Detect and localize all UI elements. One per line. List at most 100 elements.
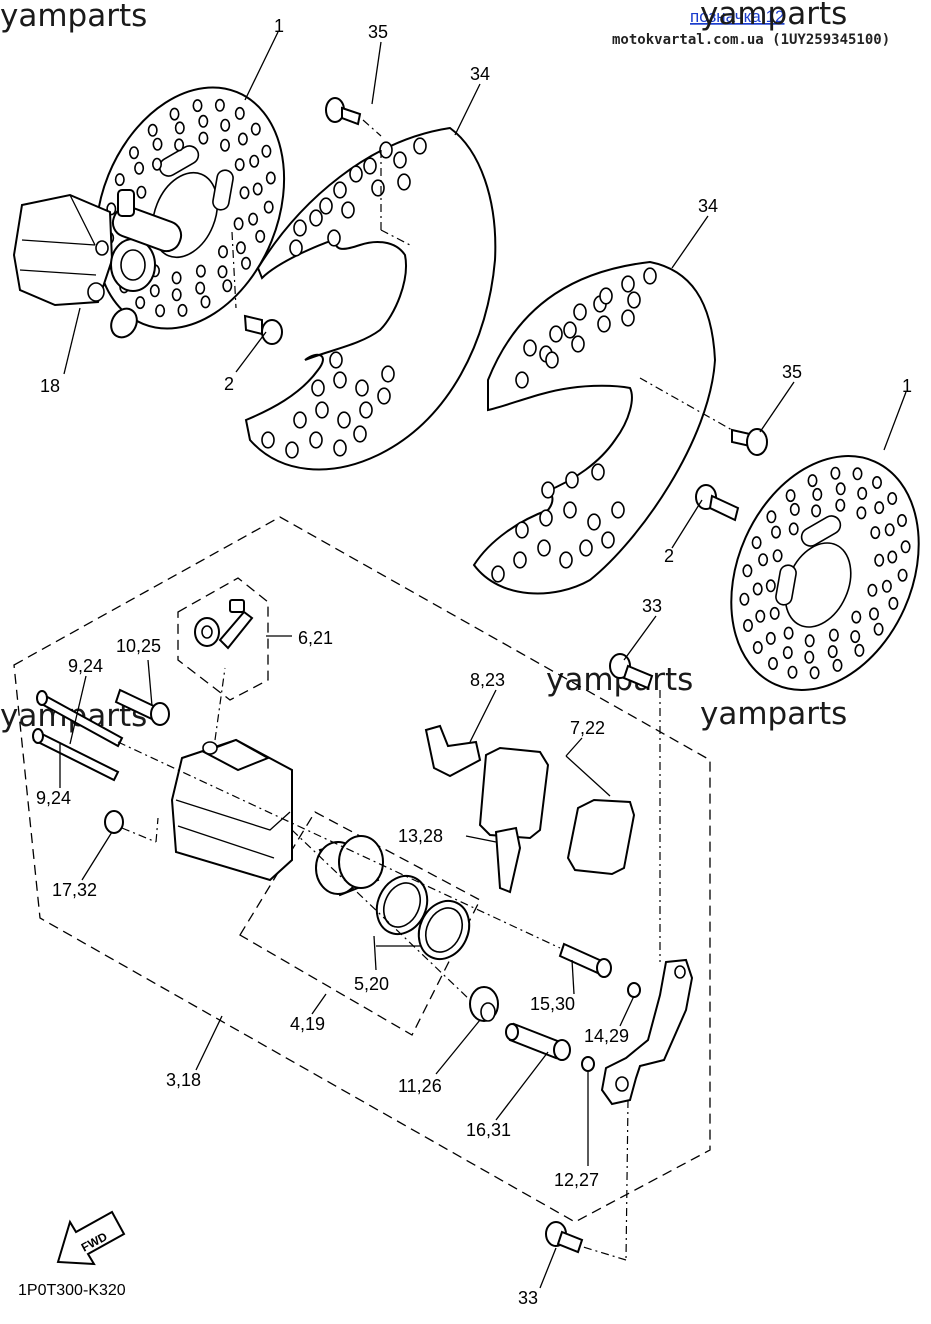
vent-hole bbox=[349, 165, 363, 183]
vent-hole bbox=[239, 186, 250, 200]
vent-hole bbox=[261, 431, 275, 449]
vent-hole bbox=[621, 309, 635, 327]
bushing-11 bbox=[469, 986, 499, 1022]
vent-hole bbox=[198, 114, 209, 128]
vent-hole bbox=[739, 592, 750, 606]
vent-hole bbox=[249, 154, 260, 168]
vent-hole bbox=[611, 501, 625, 519]
vent-hole bbox=[329, 351, 343, 369]
fwd-arrow-icon: FWD bbox=[56, 1210, 126, 1266]
vent-hole bbox=[601, 531, 615, 549]
vent-hole bbox=[152, 157, 163, 171]
vent-hole bbox=[549, 325, 563, 343]
watermark: yamparts bbox=[700, 696, 847, 732]
vent-hole bbox=[218, 245, 229, 259]
callout: 34 bbox=[470, 64, 490, 84]
vent-hole bbox=[897, 568, 908, 582]
vent-hole bbox=[359, 401, 373, 419]
vent-hole bbox=[867, 583, 878, 597]
vent-hole bbox=[152, 137, 163, 151]
vent-hole bbox=[233, 217, 244, 231]
vent-hole bbox=[234, 106, 245, 120]
callout: 1 bbox=[902, 376, 912, 396]
vent-hole bbox=[565, 471, 579, 489]
vent-hole bbox=[874, 501, 885, 515]
callout: 8,23 bbox=[470, 670, 505, 690]
vent-hole bbox=[237, 132, 248, 146]
brake-disc-lower bbox=[730, 455, 920, 691]
vent-hole bbox=[856, 506, 867, 520]
vent-hole bbox=[293, 411, 307, 429]
vent-hole bbox=[195, 281, 206, 295]
caliper-body bbox=[170, 667, 293, 882]
vent-hole bbox=[413, 137, 427, 155]
assembly-axis bbox=[291, 829, 471, 1001]
bracket-bolt-16 bbox=[505, 1022, 595, 1072]
vent-hole bbox=[597, 315, 611, 333]
vent-hole bbox=[563, 501, 577, 519]
caliper-bolt bbox=[114, 688, 170, 726]
vent-hole bbox=[222, 279, 233, 293]
vent-hole bbox=[587, 513, 601, 531]
vent-hole bbox=[147, 123, 158, 137]
vent-hole bbox=[341, 201, 355, 219]
vent-hole bbox=[827, 645, 838, 659]
vent-hole bbox=[293, 219, 307, 237]
diagram-code: 1P0T300-K320 bbox=[18, 1282, 126, 1299]
vent-hole bbox=[887, 491, 898, 505]
vent-hole bbox=[333, 181, 347, 199]
vent-hole bbox=[787, 665, 798, 679]
vent-hole bbox=[785, 489, 796, 503]
vent-hole bbox=[850, 630, 861, 644]
vent-hole bbox=[491, 565, 505, 583]
source-text: motokvartal.com.ua (1UY259345100) bbox=[612, 32, 890, 48]
vent-hole bbox=[177, 303, 188, 317]
callout: 2 bbox=[224, 374, 234, 394]
vent-hole bbox=[261, 144, 272, 158]
callout: 33 bbox=[518, 1288, 538, 1308]
vent-hole bbox=[289, 239, 303, 257]
vent-hole bbox=[765, 631, 776, 645]
vent-hole bbox=[220, 138, 231, 152]
vent-hole bbox=[248, 212, 259, 226]
vent-hole bbox=[537, 539, 551, 557]
vent-hole bbox=[830, 466, 841, 480]
bolt-lower bbox=[695, 484, 740, 522]
vent-hole bbox=[579, 539, 593, 557]
leader-lines bbox=[59, 31, 907, 1289]
vent-hole bbox=[333, 439, 347, 457]
callout: 9,24 bbox=[68, 656, 103, 676]
vent-hole bbox=[752, 640, 763, 654]
vent-hole bbox=[217, 265, 228, 279]
vent-hole bbox=[742, 618, 753, 632]
vent-hole bbox=[804, 650, 815, 664]
vent-hole bbox=[884, 523, 895, 537]
vent-hole bbox=[770, 525, 781, 539]
vent-hole bbox=[765, 579, 776, 593]
vent-hole bbox=[285, 441, 299, 459]
vent-hole bbox=[198, 131, 209, 145]
vent-hole bbox=[811, 504, 822, 518]
vent-hole bbox=[766, 510, 777, 524]
bolt-35-upper bbox=[325, 97, 411, 246]
vent-hole bbox=[812, 487, 823, 501]
vent-hole bbox=[852, 467, 863, 481]
page-link[interactable]: позначка 12 bbox=[690, 7, 785, 26]
vent-hole bbox=[804, 634, 815, 648]
caliper-group-outline bbox=[13, 516, 711, 1223]
vent-hole bbox=[541, 481, 555, 499]
vent-hole bbox=[200, 295, 211, 309]
vent-hole bbox=[397, 173, 411, 191]
vent-hole bbox=[621, 275, 635, 293]
vent-hole bbox=[559, 551, 573, 569]
vent-hole bbox=[155, 304, 166, 318]
vent-hole bbox=[315, 401, 329, 419]
vent-hole bbox=[381, 365, 395, 383]
vent-hole bbox=[874, 553, 885, 567]
bracket-bolt-33-lower bbox=[545, 1221, 584, 1254]
vent-hole bbox=[169, 107, 180, 121]
vent-hole bbox=[174, 138, 185, 152]
pad-spring bbox=[424, 724, 482, 778]
callout: 15,30 bbox=[530, 994, 575, 1014]
vent-hole bbox=[337, 411, 351, 429]
